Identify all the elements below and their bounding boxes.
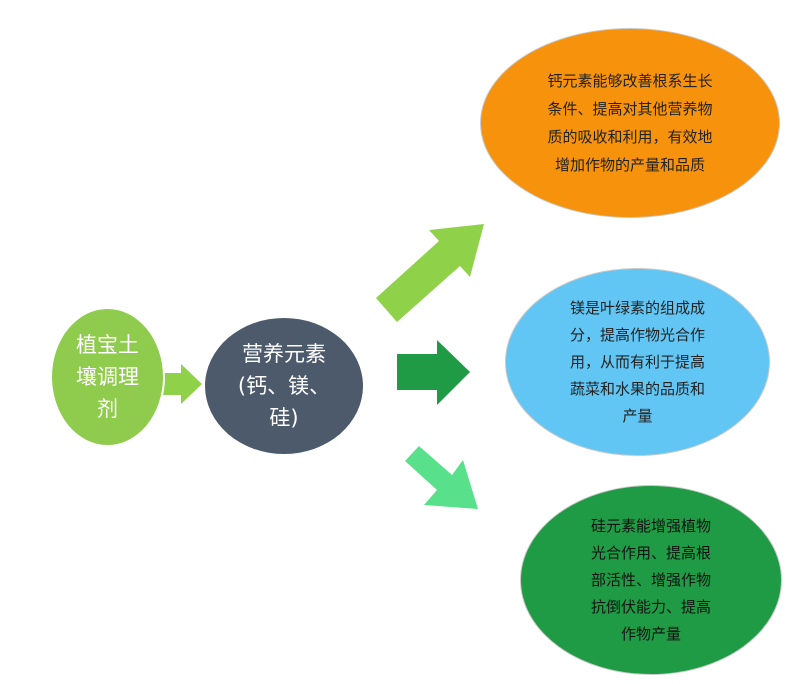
source-node: 植宝土 壤调理 剂 bbox=[50, 307, 165, 447]
arrow-to-magnesium bbox=[397, 340, 470, 405]
arrow-to-silicon bbox=[405, 446, 478, 509]
nutrient-label: 营养元素 (钙、镁、 硅) bbox=[237, 342, 331, 430]
silicon-text: 硅元素能增强植物 光合作用、提高根 部活性、增强作物 抗倒伏能力、提高 作物产量 bbox=[590, 516, 711, 643]
arrow-source-to-center bbox=[162, 364, 202, 404]
nutrient-node: 营养元素 (钙、镁、 硅) bbox=[203, 316, 365, 456]
calcium-outcome-node: 钙元素能够改善根系生长 条件、提高对其他营养物 质的吸收和利用，有效地 增加作物… bbox=[480, 28, 780, 218]
silicon-outcome-node: 硅元素能增强植物 光合作用、提高根 部活性、增强作物 抗倒伏能力、提高 作物产量 bbox=[520, 485, 782, 675]
magnesium-text: 镁是叶绿素的组成成 分，提高作物光合作 用，从而有利于提高 蔬菜和水果的品质和 … bbox=[569, 298, 705, 425]
source-label: 植宝土 壤调理 剂 bbox=[76, 333, 139, 421]
arrow-to-calcium bbox=[376, 224, 484, 322]
calcium-text: 钙元素能够改善根系生长 条件、提高对其他营养物 质的吸收和利用，有效地 增加作物… bbox=[547, 72, 713, 174]
magnesium-outcome-node: 镁是叶绿素的组成成 分，提高作物光合作 用，从而有利于提高 蔬菜和水果的品质和 … bbox=[505, 268, 770, 456]
